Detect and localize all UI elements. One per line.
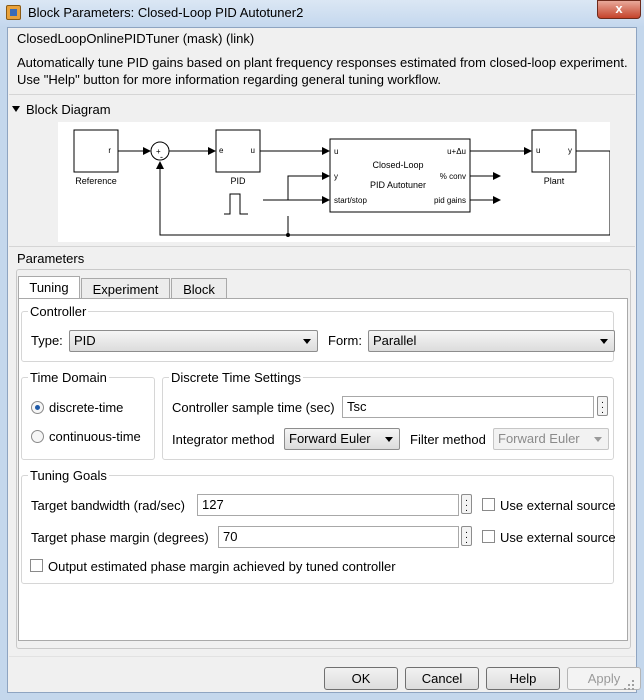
discrete-time-label[interactable]: discrete-time bbox=[49, 400, 124, 415]
target-phase-margin-label: Target phase margin (degrees) bbox=[31, 530, 209, 545]
type-dropdown[interactable]: PID bbox=[69, 330, 318, 352]
description-line-1: Automatically tune PID gains based on pl… bbox=[17, 55, 628, 70]
pid-label: PID bbox=[230, 176, 246, 186]
tuner-title-2: PID Autotuner bbox=[370, 180, 426, 190]
sample-time-input[interactable]: Tsc bbox=[342, 396, 594, 418]
closed-loop-pid-autotuner-block[interactable] bbox=[329, 138, 471, 213]
apply-button[interactable]: Apply bbox=[567, 667, 641, 690]
form-value: Parallel bbox=[373, 333, 417, 348]
form-dropdown[interactable]: Parallel bbox=[368, 330, 615, 352]
type-value: PID bbox=[74, 333, 96, 348]
description-line-2: Use "Help" button for more information r… bbox=[17, 72, 442, 87]
discrete-time-settings-group bbox=[162, 377, 614, 460]
bandwidth-external-source-label[interactable]: Use external source bbox=[500, 498, 616, 513]
pulse-generator-icon[interactable] bbox=[224, 193, 248, 215]
close-button[interactable]: x bbox=[597, 0, 641, 19]
tuner-port-start: start/stop bbox=[334, 196, 367, 205]
dialog-client-area: ClosedLoopOnlinePIDTuner (mask) (link) A… bbox=[7, 27, 641, 693]
more-options-icon[interactable]: ··· bbox=[597, 396, 608, 418]
block-diagram-header: Block Diagram bbox=[26, 102, 111, 117]
reference-block[interactable] bbox=[73, 129, 119, 173]
block-diagram-toggle[interactable]: Block Diagram bbox=[12, 102, 111, 117]
tab-tuning[interactable]: Tuning bbox=[18, 276, 80, 300]
type-label: Type: bbox=[31, 333, 63, 348]
target-bandwidth-input[interactable]: 127 bbox=[197, 494, 459, 516]
tuner-port-gains: pid gains bbox=[434, 196, 466, 205]
integrator-method-dropdown[interactable]: Forward Euler bbox=[284, 428, 400, 450]
ok-button[interactable]: OK bbox=[324, 667, 398, 690]
phase-external-source-checkbox[interactable] bbox=[482, 530, 495, 543]
bandwidth-external-source-checkbox[interactable] bbox=[482, 498, 495, 511]
collapse-triangle-icon bbox=[12, 106, 20, 112]
tuner-title-1: Closed-Loop bbox=[372, 160, 423, 170]
mask-description: Automatically tune PID gains based on pl… bbox=[17, 54, 629, 88]
tuner-port-conv: % conv bbox=[440, 172, 466, 181]
chevron-down-icon bbox=[600, 339, 608, 344]
tuner-port-y: y bbox=[334, 172, 338, 181]
time-domain-group-label: Time Domain bbox=[28, 370, 109, 385]
sum-plus: + bbox=[156, 147, 161, 156]
tab-block[interactable]: Block bbox=[171, 278, 227, 300]
plant-label: Plant bbox=[544, 176, 565, 186]
resize-grip-icon[interactable] bbox=[624, 680, 634, 690]
tuning-goals-group bbox=[21, 475, 614, 584]
form-label: Form: bbox=[328, 333, 362, 348]
target-bandwidth-label: Target bandwidth (rad/sec) bbox=[31, 498, 185, 513]
divider bbox=[9, 246, 635, 247]
help-button[interactable]: Help bbox=[486, 667, 560, 690]
chevron-down-icon bbox=[385, 437, 393, 442]
sample-time-label: Controller sample time (sec) bbox=[172, 400, 335, 415]
cancel-button[interactable]: Cancel bbox=[405, 667, 479, 690]
output-phase-margin-label[interactable]: Output estimated phase margin achieved b… bbox=[48, 559, 396, 574]
sum-minus: - bbox=[160, 152, 163, 162]
target-phase-margin-input[interactable]: 70 bbox=[218, 526, 459, 548]
mask-title: ClosedLoopOnlinePIDTuner (mask) (link) bbox=[17, 31, 255, 46]
filter-method-label: Filter method bbox=[410, 432, 486, 447]
integrator-method-label: Integrator method bbox=[172, 432, 275, 447]
discrete-time-radio[interactable] bbox=[31, 401, 44, 414]
plant-port-y: y bbox=[568, 146, 572, 155]
reference-label: Reference bbox=[75, 176, 117, 186]
title-bar[interactable]: Block Parameters: Closed-Loop PID Autotu… bbox=[0, 0, 644, 26]
filter-method-dropdown[interactable]: Forward Euler bbox=[493, 428, 609, 450]
discrete-time-settings-label: Discrete Time Settings bbox=[169, 370, 304, 385]
divider bbox=[9, 656, 635, 657]
tuner-port-u: u bbox=[334, 147, 338, 156]
parameters-panel bbox=[16, 269, 631, 649]
reference-port-r: r bbox=[108, 146, 111, 155]
pid-block[interactable] bbox=[215, 129, 261, 173]
phase-external-source-label[interactable]: Use external source bbox=[500, 530, 616, 545]
continuous-time-radio[interactable] bbox=[31, 430, 44, 443]
tuner-port-du: u+Δu bbox=[447, 147, 466, 156]
plant-port-u: u bbox=[536, 146, 540, 155]
controller-group-label: Controller bbox=[28, 304, 89, 319]
filter-method-value: Forward Euler bbox=[498, 431, 580, 446]
divider bbox=[9, 94, 635, 95]
window-title: Block Parameters: Closed-Loop PID Autotu… bbox=[28, 5, 304, 20]
block-diagram: r Reference + - e u PID Closed-Loop PID … bbox=[58, 122, 610, 242]
chevron-down-icon bbox=[303, 339, 311, 344]
pid-port-e: e bbox=[219, 146, 224, 155]
chevron-down-icon bbox=[594, 437, 602, 442]
integrator-method-value: Forward Euler bbox=[289, 431, 371, 446]
more-options-icon[interactable]: ··· bbox=[461, 526, 472, 548]
more-options-icon[interactable]: ··· bbox=[461, 494, 472, 516]
pid-port-u: u bbox=[251, 146, 255, 155]
output-phase-margin-checkbox[interactable] bbox=[30, 559, 43, 572]
continuous-time-label[interactable]: continuous-time bbox=[49, 429, 141, 444]
tab-experiment[interactable]: Experiment bbox=[81, 278, 170, 300]
parameters-header: Parameters bbox=[17, 251, 85, 266]
time-domain-group bbox=[21, 377, 155, 460]
tuning-goals-group-label: Tuning Goals bbox=[28, 468, 109, 483]
simulink-block-icon bbox=[6, 5, 21, 20]
